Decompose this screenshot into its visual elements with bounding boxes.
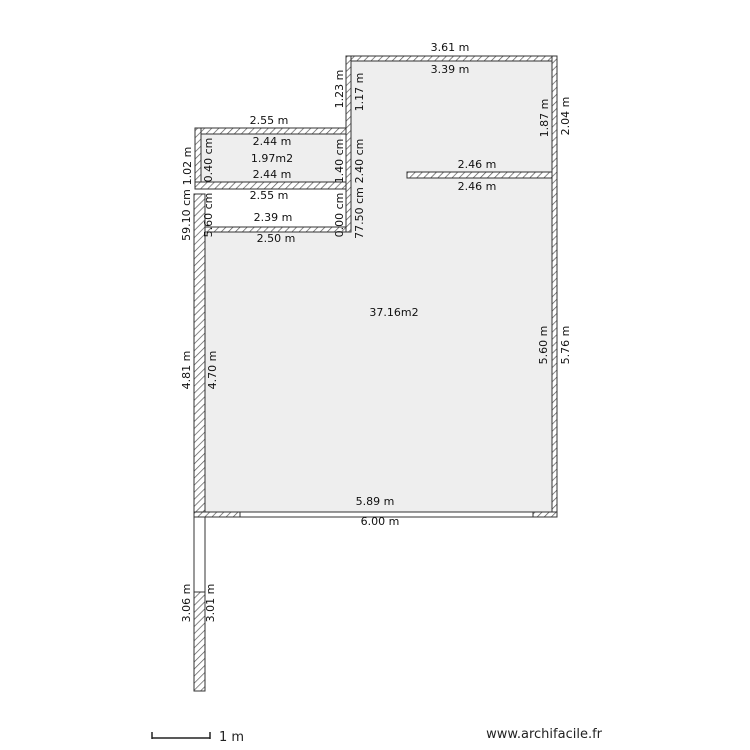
dim-left-a: 59.10 cm [180, 189, 193, 241]
wall-upper-left [345, 55, 352, 233]
dim-partition-top: 2.46 m [458, 158, 497, 171]
dim-right-c: 0.00 cm [333, 193, 346, 238]
dim-right-upper-inner: 1.87 m [538, 99, 551, 138]
dim-stub-inner: 3.01 m [204, 584, 217, 623]
dim-small-right-a: 1.40 cm [333, 139, 346, 184]
small-room-floor [201, 134, 341, 182]
main-room-area: 37.16m2 [369, 306, 418, 319]
dim-small-bottom-outer: 2.55 m [250, 189, 289, 202]
wall-small-left [194, 127, 202, 189]
site-watermark: www.archifacile.fr [486, 727, 602, 742]
dim-right-outer: 5.76 m [559, 326, 572, 365]
scale-label: 1 m [219, 730, 244, 745]
dim-small-top-inner: 2.44 m [253, 135, 292, 148]
dim-right-inner: 5.60 m [537, 326, 550, 365]
dim-small-bottom-inner: 2.44 m [253, 168, 292, 181]
dim-bottom-outer: 6.00 m [361, 515, 400, 528]
dim-small-top-outer: 2.55 m [250, 114, 289, 127]
wall-partition [406, 171, 553, 179]
dim-top-outer: 3.61 m [431, 41, 470, 54]
wall-left [193, 193, 206, 518]
dim-small-right-b: 2.40 cm [353, 139, 366, 184]
wall-top [345, 55, 558, 62]
dim-right-d: 77.50 cm [353, 187, 366, 239]
wall-small-top [194, 127, 347, 135]
dim-upper-left-inner: 1.17 m [353, 73, 366, 112]
scale-bar: 1 m [151, 730, 244, 745]
dim-top-inner: 3.39 m [431, 63, 470, 76]
dim-stub-outer: 3.06 m [180, 584, 193, 623]
dim-small-left-inner: 0.40 cm [202, 138, 215, 183]
dim-left-b: 5.60 cm [202, 193, 215, 238]
dim-small-left-outer: 1.02 m [181, 147, 194, 186]
walls [193, 55, 558, 692]
corridor-floor [205, 189, 341, 227]
dim-left-inner: 4.70 m [206, 351, 219, 390]
wall-bottom-left [193, 511, 241, 518]
dim-partition-bottom: 2.46 m [458, 180, 497, 193]
wall-stub-lower [193, 591, 206, 692]
small-room-area: 1.97m2 [251, 152, 293, 165]
wall-right [551, 55, 558, 518]
dim-upper-left-outer: 1.23 m [333, 70, 346, 109]
dim-right-upper-outer: 2.04 m [559, 97, 572, 136]
wall-bottom-right [532, 511, 558, 518]
dim-corridor-bottom: 2.50 m [257, 232, 296, 245]
dim-left-outer: 4.81 m [180, 351, 193, 390]
wall-bottom-opening [239, 511, 534, 518]
dim-bottom-inner: 5.89 m [356, 495, 395, 508]
wall-small-bottom [194, 181, 347, 190]
wall-stub-upper [193, 516, 206, 593]
dim-corridor-top: 2.39 m [254, 211, 293, 224]
